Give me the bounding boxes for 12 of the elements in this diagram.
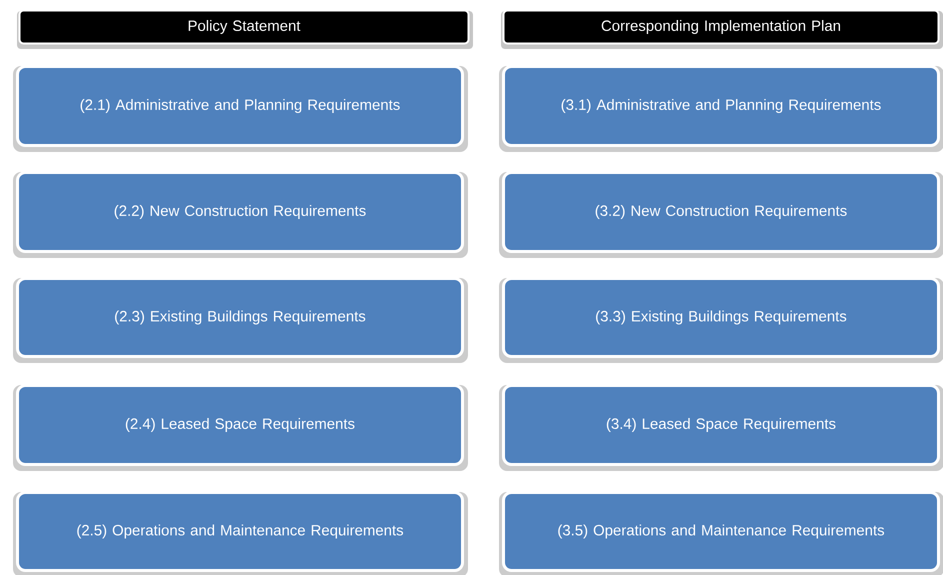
header-bar: Corresponding Implementation Plan bbox=[501, 10, 943, 49]
requirement-box: (3.3) Existing Buildings Requirements bbox=[499, 277, 943, 363]
requirement-box: (2.5) Operations and Maintenance Requirements bbox=[13, 491, 468, 575]
requirement-box: (3.2) New Construction Requirements bbox=[499, 171, 943, 258]
header-bar: Policy Statement bbox=[17, 10, 473, 49]
requirement-box: (3.4) Leased Space Requirements bbox=[499, 384, 943, 471]
requirement-box: (3.5) Operations and Maintenance Requirements bbox=[499, 491, 943, 575]
requirement-box: (2.2) New Construction Requirements bbox=[13, 171, 468, 258]
requirement-box: (2.1) Administrative and Planning Requirements bbox=[13, 65, 468, 152]
requirement-box: (3.1) Administrative and Planning Requirements bbox=[499, 65, 943, 152]
requirement-box: (2.4) Leased Space Requirements bbox=[13, 384, 468, 471]
requirement-box: (2.3) Existing Buildings Requirements bbox=[13, 277, 468, 363]
